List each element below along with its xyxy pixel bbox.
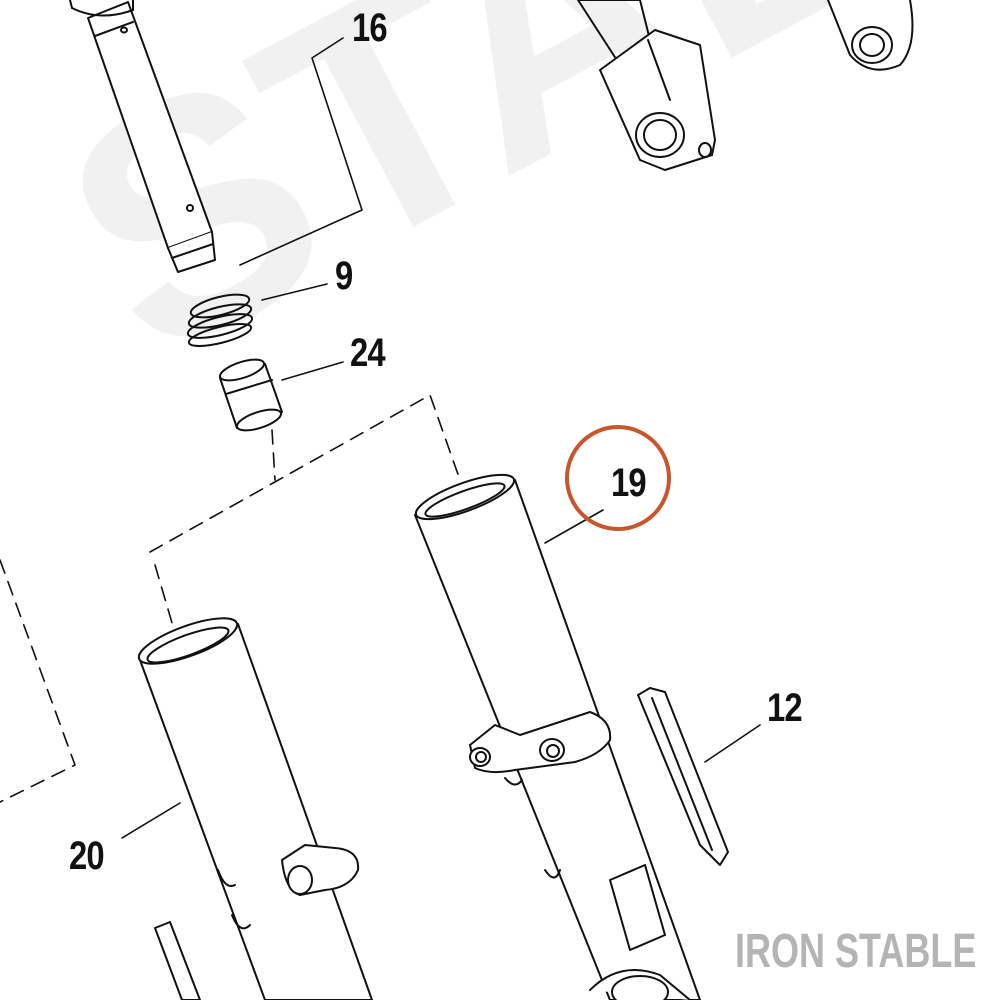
part-19-slider bbox=[414, 473, 701, 1000]
part-20-slider bbox=[137, 617, 373, 1000]
callout-20: 20 bbox=[69, 834, 105, 878]
leader-12 bbox=[704, 724, 761, 763]
callout-19: 19 bbox=[611, 461, 647, 505]
highlight-circle bbox=[565, 425, 671, 531]
callout-24: 24 bbox=[350, 331, 386, 375]
fork-bottom-right-b bbox=[827, 0, 914, 71]
leader-lines bbox=[121, 37, 761, 839]
fork-bottom-right-a bbox=[577, 0, 716, 171]
part-16-rod bbox=[69, 0, 216, 273]
part-12-plate bbox=[637, 687, 729, 866]
callout-16: 16 bbox=[352, 6, 388, 50]
callout-12: 12 bbox=[767, 686, 803, 730]
leader-20 bbox=[121, 802, 181, 839]
part-9-spring bbox=[186, 293, 254, 347]
part-24-bushing bbox=[218, 358, 283, 432]
leader-19 bbox=[544, 509, 604, 544]
leader-16 bbox=[239, 37, 363, 266]
callout-9: 9 bbox=[335, 254, 353, 298]
brand-watermark: IRON STABLE bbox=[735, 925, 977, 978]
leader-24 bbox=[281, 361, 344, 381]
leader-9 bbox=[261, 283, 328, 301]
